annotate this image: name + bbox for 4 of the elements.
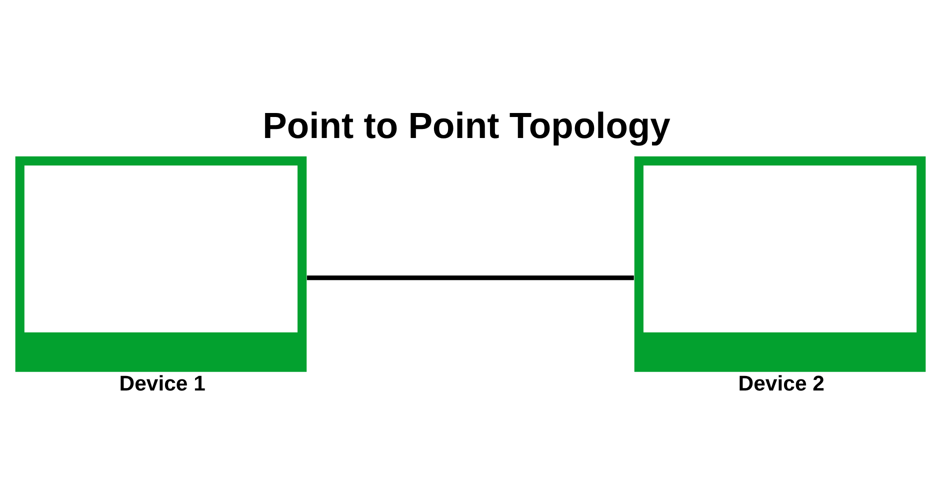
node-label: Device 1: [119, 370, 206, 395]
node-label: Device 2: [738, 370, 824, 395]
diagram-title: Point to Point Topology: [262, 104, 670, 146]
connector: [306, 275, 634, 280]
